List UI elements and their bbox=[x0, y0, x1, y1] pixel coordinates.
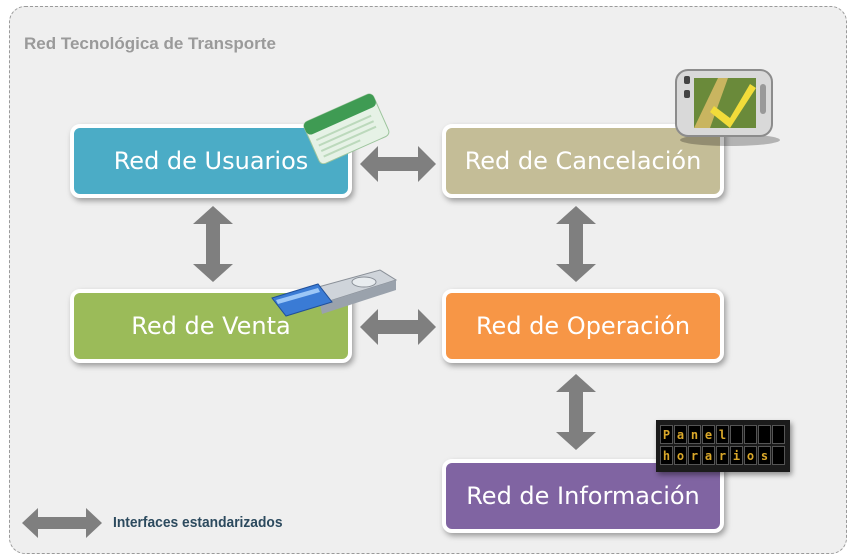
schedule-panel: P a n e l h o r a r i o s bbox=[656, 420, 790, 472]
panel-char: o bbox=[674, 446, 687, 465]
gps-device-icon bbox=[675, 69, 780, 146]
node-red-de-usuarios: Red de Usuarios bbox=[70, 124, 352, 198]
node-label: Red de Información bbox=[466, 482, 700, 510]
node-label: Red de Operación bbox=[475, 312, 691, 340]
panel-char: r bbox=[688, 446, 701, 465]
node-label: Red de Cancelación bbox=[464, 147, 702, 175]
panel-char bbox=[772, 446, 785, 465]
node-red-de-cancelacion: Red de Cancelación bbox=[442, 124, 724, 198]
diagram-title: Red Tecnológica de Transporte bbox=[24, 34, 276, 53]
panel-char: a bbox=[674, 425, 687, 444]
card-reader-icon bbox=[271, 269, 398, 317]
node-label: Red de Usuarios bbox=[113, 147, 309, 175]
panel-char: n bbox=[688, 425, 701, 444]
panel-row-2: h o r a r i o s bbox=[660, 446, 786, 465]
panel-char: P bbox=[660, 425, 673, 444]
legend-label: Interfaces estandarizados bbox=[113, 514, 283, 531]
interface-arrow-usuarios-venta bbox=[193, 206, 233, 282]
node-label: Red de Venta bbox=[131, 312, 291, 340]
legend-arrow-icon bbox=[22, 508, 102, 538]
panel-char: e bbox=[702, 425, 715, 444]
smart-card-icon bbox=[303, 93, 390, 164]
panel-char: r bbox=[716, 446, 729, 465]
panel-char: i bbox=[730, 446, 743, 465]
panel-char bbox=[730, 425, 743, 444]
interface-arrow-cancelacion-operacion bbox=[556, 206, 596, 282]
panel-char: h bbox=[660, 446, 673, 465]
panel-row-1: P a n e l bbox=[660, 425, 786, 444]
interface-arrow-usuarios-cancelacion bbox=[360, 146, 436, 182]
panel-char: s bbox=[758, 446, 771, 465]
node-red-de-operacion: Red de Operación bbox=[442, 289, 724, 363]
panel-char bbox=[772, 425, 785, 444]
panel-char: o bbox=[744, 446, 757, 465]
panel-char: l bbox=[716, 425, 729, 444]
interface-arrow-operacion-informacion bbox=[556, 374, 596, 450]
panel-char bbox=[758, 425, 771, 444]
interface-arrow-venta-operacion bbox=[360, 309, 436, 345]
panel-char: a bbox=[702, 446, 715, 465]
panel-char bbox=[744, 425, 757, 444]
